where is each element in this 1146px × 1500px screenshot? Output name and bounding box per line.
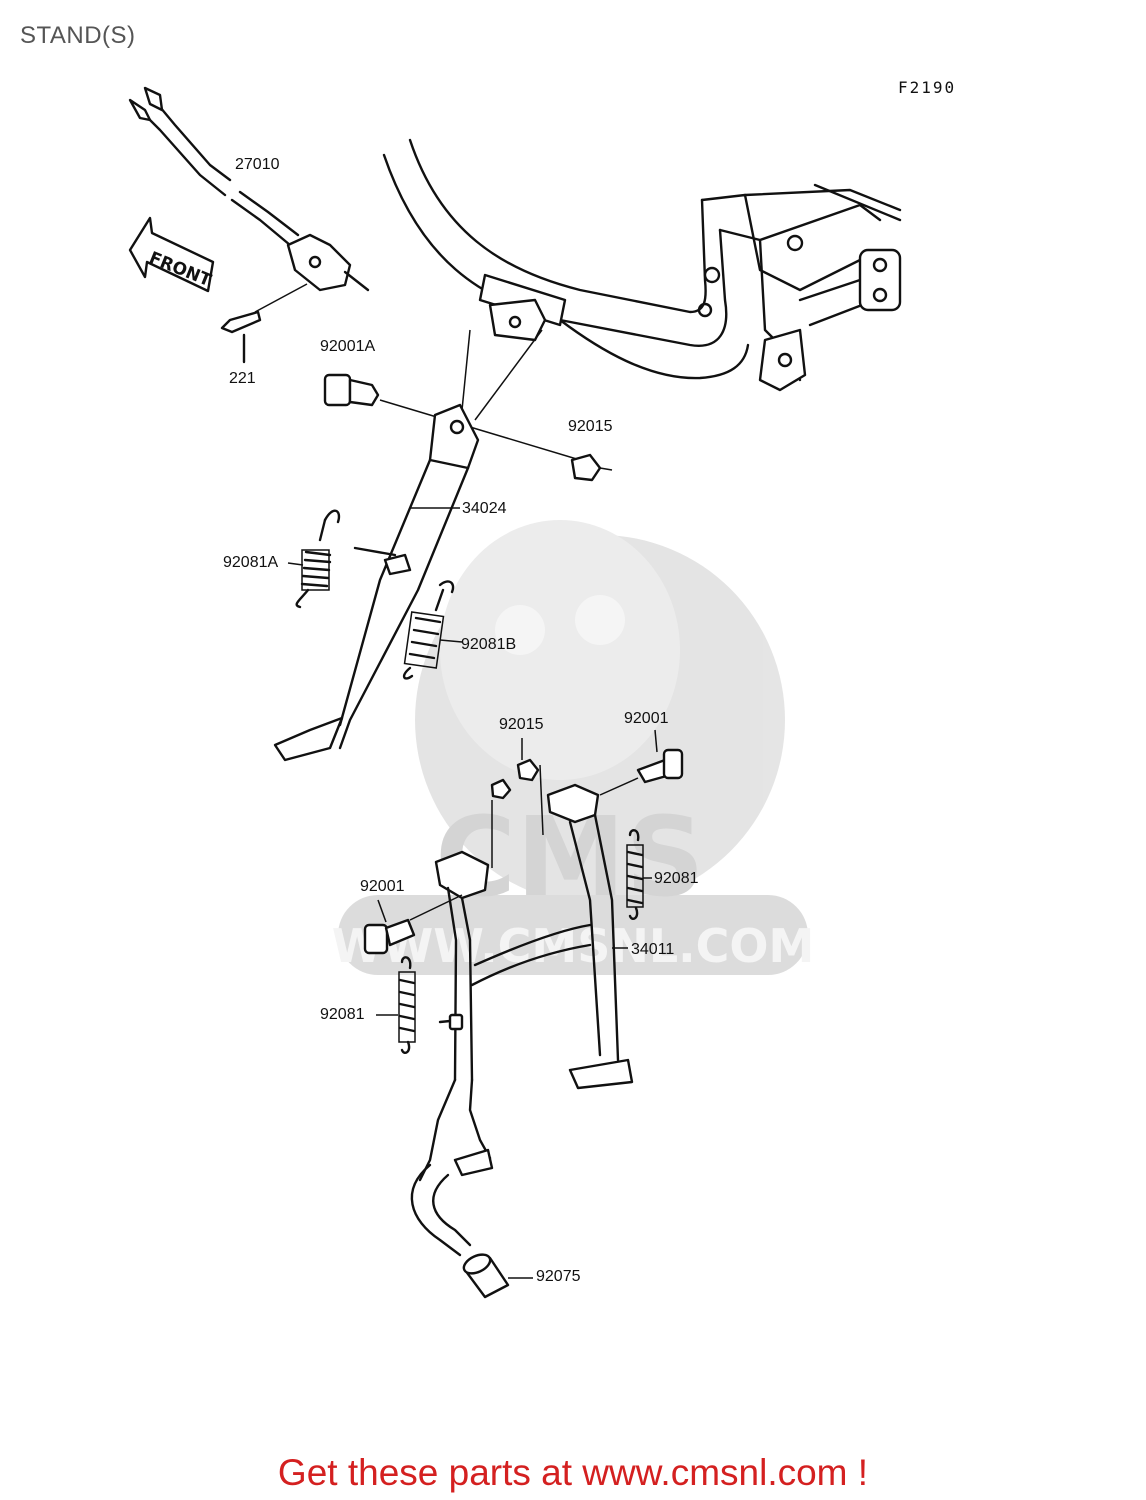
stand-cover-92075 xyxy=(462,1253,533,1299)
spring-92081-right xyxy=(626,829,652,920)
bolt-92001-left xyxy=(363,894,463,955)
part-label-92001-right[interactable]: 92001 xyxy=(624,710,669,727)
frame xyxy=(382,138,902,392)
spring-92081-left xyxy=(376,956,416,1054)
center-stand xyxy=(410,783,634,1257)
part-label-92081-left[interactable]: 92081 xyxy=(320,1006,365,1023)
part-label-92081B[interactable]: 92081B xyxy=(461,636,517,653)
diagram-code: F2190 xyxy=(898,78,957,97)
part-label-27010[interactable]: 27010 xyxy=(235,156,280,173)
part-label-92015-mid[interactable]: 92015 xyxy=(499,716,544,733)
side-stand xyxy=(273,329,543,762)
part-label-92081-right[interactable]: 92081 xyxy=(654,870,699,887)
part-label-92075[interactable]: 92075 xyxy=(536,1268,581,1285)
front-arrow-icon: FRONT xyxy=(128,216,214,293)
nut-92015-top xyxy=(570,453,613,482)
nut-92015-mid xyxy=(490,738,544,868)
side-stand-switch xyxy=(128,86,370,313)
spring-92081A xyxy=(287,509,341,609)
part-label-221[interactable]: 221 xyxy=(229,370,256,387)
cms-watermark: CMS WWW.CMSNL.COM xyxy=(332,520,814,975)
part-label-92081A[interactable]: 92081A xyxy=(223,554,279,571)
part-label-92015-top[interactable]: 92015 xyxy=(568,418,613,435)
part-label-34024[interactable]: 34024 xyxy=(462,500,507,517)
bolt-92001-right xyxy=(599,729,684,796)
footer-shop-link[interactable]: Get these parts at www.cmsnl.com ! xyxy=(277,1452,869,1493)
part-label-92001-left[interactable]: 92001 xyxy=(360,878,405,895)
part-label-34011[interactable]: 34011 xyxy=(631,941,675,958)
part-label-92001A[interactable]: 92001A xyxy=(320,338,376,355)
screw-221 xyxy=(220,310,262,364)
page-title: STAND(S) xyxy=(20,22,136,49)
bolt-92001A xyxy=(323,373,581,461)
spring-92081B xyxy=(402,580,463,680)
